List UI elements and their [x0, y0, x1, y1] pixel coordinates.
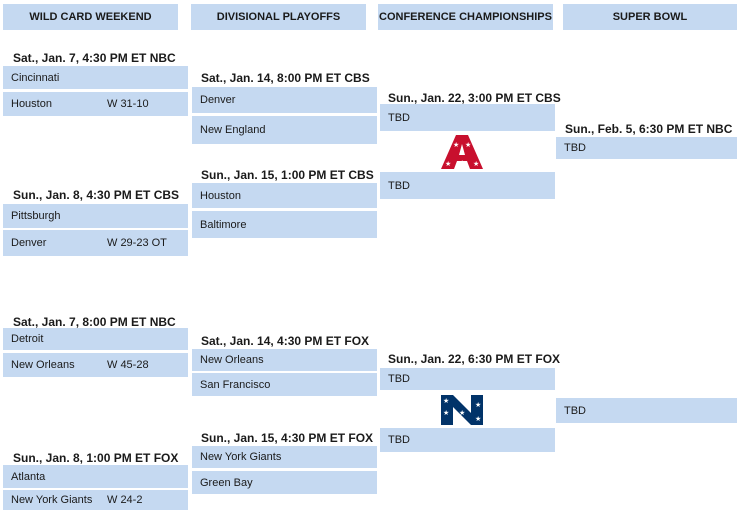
svg-text:★: ★	[459, 409, 465, 417]
team-name: New Orleans	[11, 359, 75, 371]
header-wild-card: WILD CARD WEEKEND	[3, 4, 178, 30]
team-name: Detroit	[11, 333, 44, 345]
team-name: New York Giants	[11, 494, 93, 506]
game-result: W 31-10	[107, 98, 149, 110]
divisional-game-1-time: Sat., Jan. 14, 8:00 PM ET CBS	[201, 71, 370, 85]
afc-championship-team-1[interactable]: TBD	[380, 104, 555, 131]
team-name: New Orleans	[200, 354, 264, 366]
team-name: New York Giants	[200, 451, 282, 463]
svg-text:★: ★	[445, 160, 451, 168]
team-name: Cincinnati	[11, 71, 60, 84]
divisional-game-4-time: Sun., Jan. 15, 4:30 PM ET FOX	[201, 431, 374, 445]
wildcard-game-3-team-2[interactable]: New Orleans W 45-28	[3, 353, 188, 377]
team-name: Pittsburgh	[11, 210, 61, 222]
wildcard-game-3-time: Sat., Jan. 7, 8:00 PM ET NBC	[13, 315, 176, 329]
team-name: Baltimore	[200, 218, 247, 231]
wildcard-game-4-time: Sun., Jan. 8, 1:00 PM ET FOX	[13, 451, 179, 465]
header-divisional: DIVISIONAL PLAYOFFS	[191, 4, 366, 30]
wildcard-game-1-time: Sat., Jan. 7, 4:30 PM ET NBC	[13, 51, 176, 65]
svg-text:★: ★	[475, 415, 481, 423]
nfc-championship-team-1[interactable]: TBD	[380, 368, 555, 390]
divisional-game-3-team-2[interactable]: San Francisco	[192, 373, 377, 396]
nfc-championship-time: Sun., Jan. 22, 6:30 PM ET FOX	[388, 352, 561, 366]
team-name: Denver	[200, 94, 236, 106]
wildcard-game-4-team-1[interactable]: Atlanta	[3, 465, 188, 488]
svg-text:★: ★	[475, 401, 481, 409]
svg-text:★: ★	[443, 397, 449, 405]
nfc-logo-icon: ★ ★ ★ ★ ★	[439, 393, 485, 427]
team-name: TBD	[388, 179, 410, 192]
team-name: New England	[200, 124, 266, 136]
team-name: Atlanta	[11, 470, 46, 483]
afc-championship-time: Sun., Jan. 22, 3:00 PM ET CBS	[388, 91, 561, 105]
team-name: TBD	[388, 111, 410, 124]
divisional-game-2-team-1[interactable]: Houston	[192, 183, 377, 208]
svg-text:★: ★	[453, 141, 459, 149]
game-result: W 45-28	[107, 359, 149, 371]
svg-text:★: ★	[465, 141, 471, 149]
team-name: Houston	[200, 189, 241, 202]
divisional-game-3-team-1[interactable]: New Orleans	[192, 349, 377, 371]
wildcard-game-2-time: Sun., Jan. 8, 4:30 PM ET CBS	[13, 188, 180, 202]
wildcard-game-1-team-1[interactable]: Cincinnati	[3, 66, 188, 89]
svg-text:★: ★	[459, 159, 465, 167]
divisional-game-3-time: Sat., Jan. 14, 4:30 PM ET FOX	[201, 334, 370, 348]
team-name: San Francisco	[200, 378, 271, 391]
afc-logo-icon: ★ ★ ★ ★ ★	[439, 133, 485, 171]
team-name: TBD	[388, 373, 410, 385]
header-super-bowl: SUPER BOWL	[563, 4, 737, 30]
team-name: TBD	[564, 404, 586, 417]
game-result: W 29-23 OT	[107, 237, 167, 249]
divisional-game-1-team-1[interactable]: Denver	[192, 87, 377, 113]
super-bowl-team-1[interactable]: TBD	[556, 137, 737, 159]
team-name: Denver	[11, 237, 47, 249]
team-name: TBD	[564, 142, 586, 154]
divisional-game-4-team-2[interactable]: Green Bay	[192, 471, 377, 494]
wildcard-game-2-team-2[interactable]: Denver W 29-23 OT	[3, 230, 188, 256]
afc-championship-team-2[interactable]: TBD	[380, 172, 555, 199]
svg-text:★: ★	[473, 160, 479, 168]
wildcard-game-3-team-1[interactable]: Detroit	[3, 328, 188, 350]
divisional-game-4-team-1[interactable]: New York Giants	[192, 446, 377, 468]
game-result: W 24-2	[107, 494, 143, 506]
team-name: Green Bay	[200, 476, 253, 489]
svg-text:★: ★	[443, 409, 449, 417]
wildcard-game-4-team-2[interactable]: New York Giants W 24-2	[3, 490, 188, 510]
wildcard-game-1-team-2[interactable]: Houston W 31-10	[3, 92, 188, 116]
team-name: TBD	[388, 434, 410, 446]
super-bowl-time: Sun., Feb. 5, 6:30 PM ET NBC	[565, 122, 733, 136]
team-name: Houston	[11, 98, 52, 110]
nfc-championship-team-2[interactable]: TBD	[380, 428, 555, 452]
divisional-game-1-team-2[interactable]: New England	[192, 116, 377, 144]
wildcard-game-2-team-1[interactable]: Pittsburgh	[3, 204, 188, 228]
divisional-game-2-time: Sun., Jan. 15, 1:00 PM ET CBS	[201, 168, 374, 182]
divisional-game-2-team-2[interactable]: Baltimore	[192, 211, 377, 238]
super-bowl-team-2[interactable]: TBD	[556, 398, 737, 423]
header-conference: CONFERENCE CHAMPIONSHIPS	[378, 4, 553, 30]
